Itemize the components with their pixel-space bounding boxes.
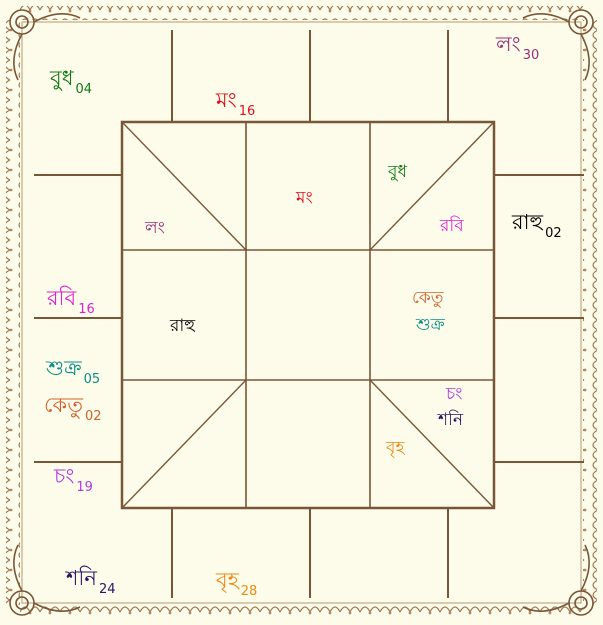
planet-degree: 24: [99, 582, 116, 597]
planet-degree: 04: [75, 82, 92, 97]
planet-degree: 30: [523, 48, 540, 63]
inner-label-jupiter: বৃহ: [386, 440, 404, 457]
outer-label-ketu: কেতু02: [44, 395, 102, 416]
inner-label-venus: শুক্র: [416, 317, 445, 334]
outer-label-saturn: শনি24: [66, 568, 116, 589]
planet-degree: 16: [78, 302, 95, 317]
inner-label-sun: রবি: [440, 218, 464, 235]
planet-name: মং: [216, 88, 237, 112]
planet-degree: 16: [239, 104, 256, 119]
inner-label-ketu: কেতু: [412, 290, 444, 307]
planet-name: বুধ: [50, 66, 73, 90]
outer-label-lagna: লং30: [496, 34, 539, 55]
planet-name: রবি: [47, 286, 76, 310]
outer-label-mars: মং16: [216, 90, 255, 111]
outer-label-sun: রবি16: [47, 288, 95, 309]
inner-label-mars: মং: [296, 190, 313, 207]
planet-degree: 28: [241, 584, 258, 599]
outer-label-rahu: রাহু02: [512, 212, 562, 233]
planet-name: বৃহ: [216, 568, 239, 592]
planet-name: কেতু: [44, 393, 83, 417]
inner-label-lagna: লং: [145, 220, 165, 237]
planet-degree: 02: [545, 226, 562, 241]
planet-degree: 19: [76, 480, 93, 495]
inner-label-rahu: রাহু: [170, 318, 195, 335]
inner-label-saturn: শনি: [438, 412, 463, 429]
planet-name: শনি: [66, 566, 97, 590]
planet-name: লং: [496, 32, 521, 56]
planet-degree: 02: [85, 409, 102, 424]
planet-name: রাহু: [512, 210, 543, 234]
planet-name: চং: [54, 464, 74, 488]
planet-name: শুক্র: [46, 356, 82, 380]
inner-label-mercury: বুধ: [388, 164, 407, 181]
outer-label-moon: চং19: [54, 466, 93, 487]
inner-label-moon: চং: [446, 386, 463, 403]
planet-degree: 05: [84, 372, 101, 387]
